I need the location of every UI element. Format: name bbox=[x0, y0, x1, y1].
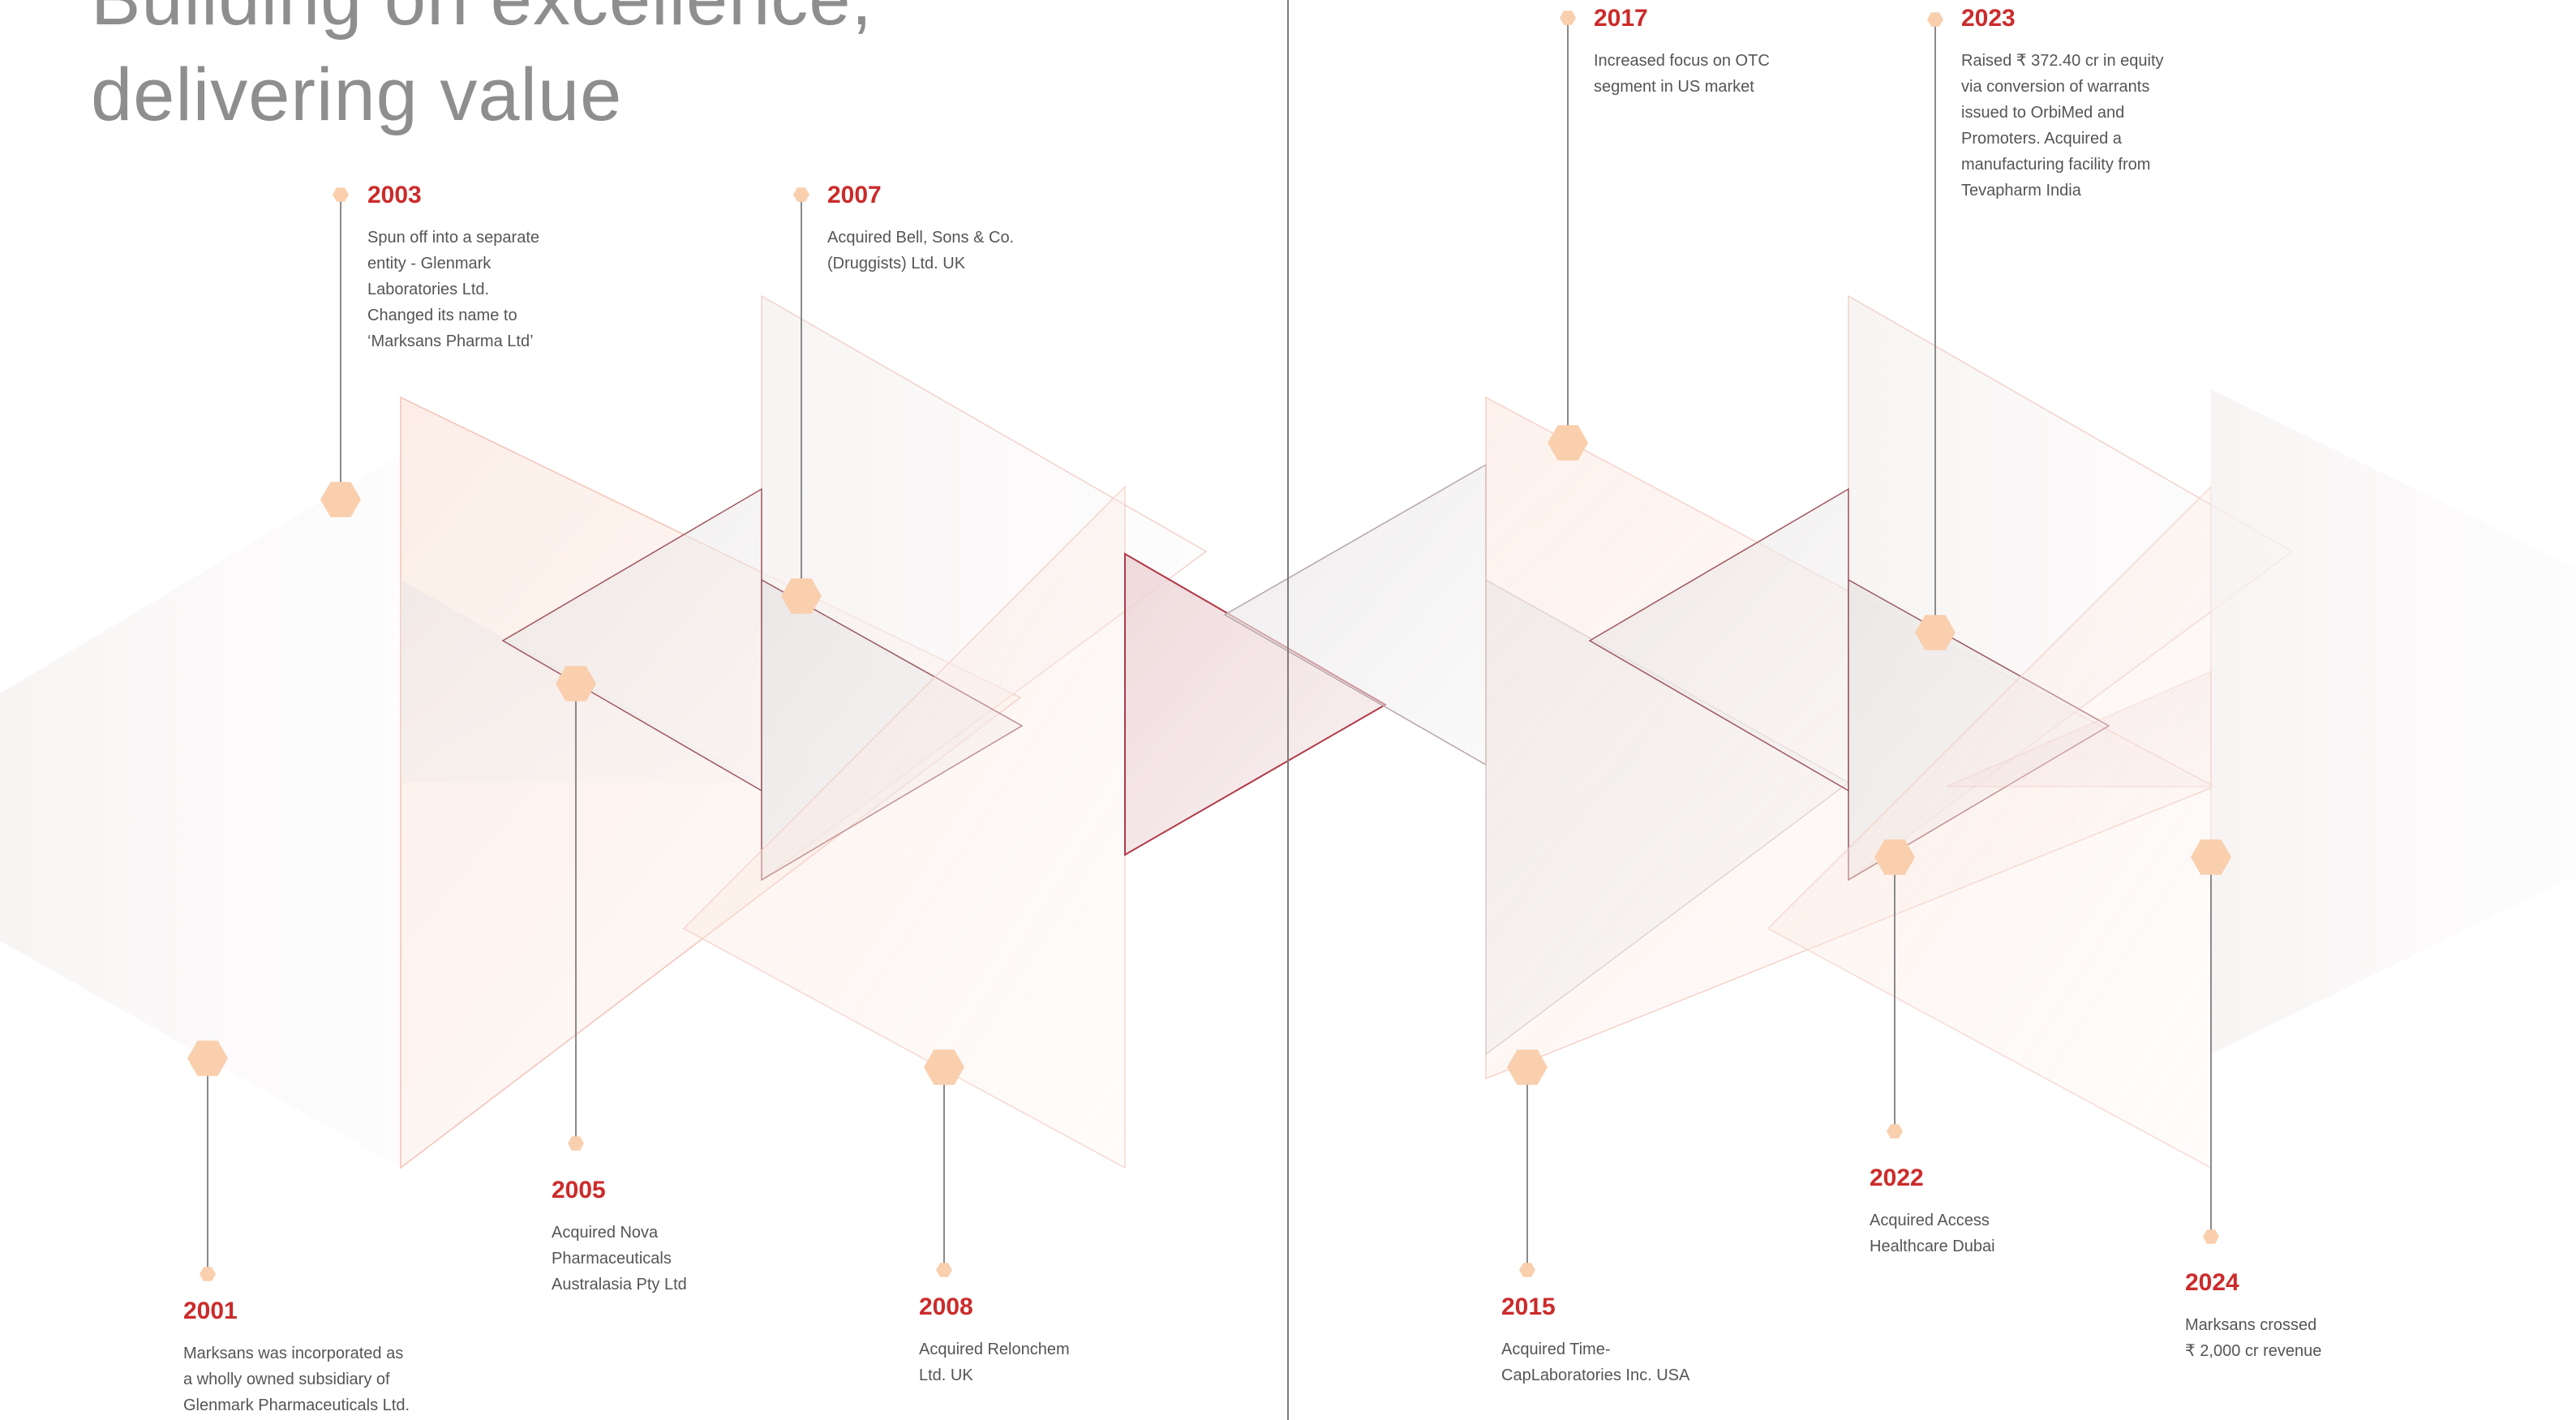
milestone-year: 2023 bbox=[1961, 5, 2016, 32]
milestone-year: 2017 bbox=[1594, 5, 1648, 32]
milestone-year: 2001 bbox=[183, 1298, 238, 1324]
hexagon-marker-icon bbox=[924, 1049, 964, 1085]
milestone-2023: 2023 Raised ₹ 372.40 cr in equity via co… bbox=[1961, 4, 2205, 204]
milestone-description: Acquired Bell, Sons & Co. (Druggists) Lt… bbox=[827, 229, 1015, 272]
left-triangle-pattern bbox=[0, 294, 1487, 1169]
milestone-year: 2003 bbox=[367, 182, 422, 208]
milestone-description: Increased focus on OTC segment in US mar… bbox=[1594, 52, 1770, 96]
timeline-connectors bbox=[187, 11, 2231, 1281]
dot-marker-icon bbox=[793, 187, 809, 202]
hexagon-marker-icon bbox=[556, 666, 596, 701]
hexagon-marker-icon bbox=[187, 1040, 228, 1076]
dot-marker-icon bbox=[200, 1267, 216, 1281]
milestone-2007: 2007 Acquired Bell, Sons & Co. (Druggist… bbox=[827, 181, 1071, 277]
milestone-year: 2015 bbox=[1501, 1293, 1556, 1320]
milestone-year: 2007 bbox=[827, 182, 882, 208]
milestone-description: Acquired Relonchem Ltd. UK bbox=[919, 1341, 1070, 1384]
milestone-2001: 2001 Marksans was incorporated as a whol… bbox=[183, 1297, 427, 1418]
dot-marker-icon bbox=[2203, 1229, 2219, 1244]
milestone-description: Raised ₹ 372.40 cr in equity via convers… bbox=[1961, 52, 2164, 199]
hexagon-marker-icon bbox=[1548, 425, 1588, 461]
dot-marker-icon bbox=[1927, 12, 1943, 27]
milestone-2024: 2024 Marksans crossed ₹ 2,000 cr revenue bbox=[2185, 1268, 2428, 1364]
milestone-year: 2022 bbox=[1870, 1165, 1924, 1191]
hexagon-marker-icon bbox=[320, 482, 361, 517]
milestone-year: 2024 bbox=[2185, 1269, 2239, 1296]
page-title: Building on excellence, delivering value bbox=[91, 0, 873, 143]
page-title-line-1: Building on excellence, bbox=[91, 0, 873, 47]
milestone-description: Acquired Time- CapLaboratories Inc. USA bbox=[1501, 1341, 1690, 1384]
right-triangle-pattern bbox=[1485, 294, 2576, 1169]
dot-marker-icon bbox=[936, 1263, 952, 1277]
dot-marker-icon bbox=[1519, 1263, 1535, 1277]
milestone-2005: 2005 Acquired Nova Pharmaceuticals Austr… bbox=[552, 1176, 795, 1298]
milestone-description: Spun off into a separate entity - Glenma… bbox=[367, 229, 540, 350]
page-divider bbox=[1287, 0, 1289, 1420]
milestone-2022: 2022 Acquired Access Healthcare Dubai bbox=[1870, 1164, 2113, 1259]
triangle-shape bbox=[0, 454, 401, 1168]
page-title-line-2: delivering value bbox=[91, 54, 623, 136]
milestone-year: 2008 bbox=[919, 1293, 973, 1320]
milestone-description: Acquired Access Healthcare Dubai bbox=[1870, 1212, 1995, 1255]
dot-marker-icon bbox=[1560, 11, 1576, 25]
milestone-description: Marksans was incorporated as a wholly ow… bbox=[183, 1345, 410, 1414]
hexagon-marker-icon bbox=[1874, 839, 1915, 875]
milestone-2008: 2008 Acquired Relonchem Ltd. UK bbox=[919, 1293, 1162, 1388]
dot-marker-icon bbox=[333, 187, 349, 202]
milestone-2017: 2017 Increased focus on OTC segment in U… bbox=[1594, 4, 1837, 100]
hexagon-marker-icon bbox=[1507, 1049, 1548, 1085]
milestone-description: Acquired Nova Pharmaceuticals Australasi… bbox=[552, 1224, 687, 1293]
dot-marker-icon bbox=[1887, 1124, 1903, 1139]
hexagon-marker-icon bbox=[2191, 839, 2231, 875]
milestone-2003: 2003 Spun off into a separate entity - G… bbox=[367, 181, 611, 354]
triangle-shape bbox=[2211, 389, 2576, 1054]
milestone-description: Marksans crossed ₹ 2,000 cr revenue bbox=[2185, 1316, 2322, 1360]
milestone-year: 2005 bbox=[552, 1177, 606, 1203]
triangle-shape bbox=[1946, 671, 2212, 787]
hexagon-marker-icon bbox=[1915, 615, 1956, 650]
hexagon-marker-icon bbox=[781, 578, 822, 614]
milestone-2015: 2015 Acquired Time- CapLaboratories Inc.… bbox=[1501, 1293, 1745, 1388]
dot-marker-icon bbox=[568, 1136, 584, 1151]
